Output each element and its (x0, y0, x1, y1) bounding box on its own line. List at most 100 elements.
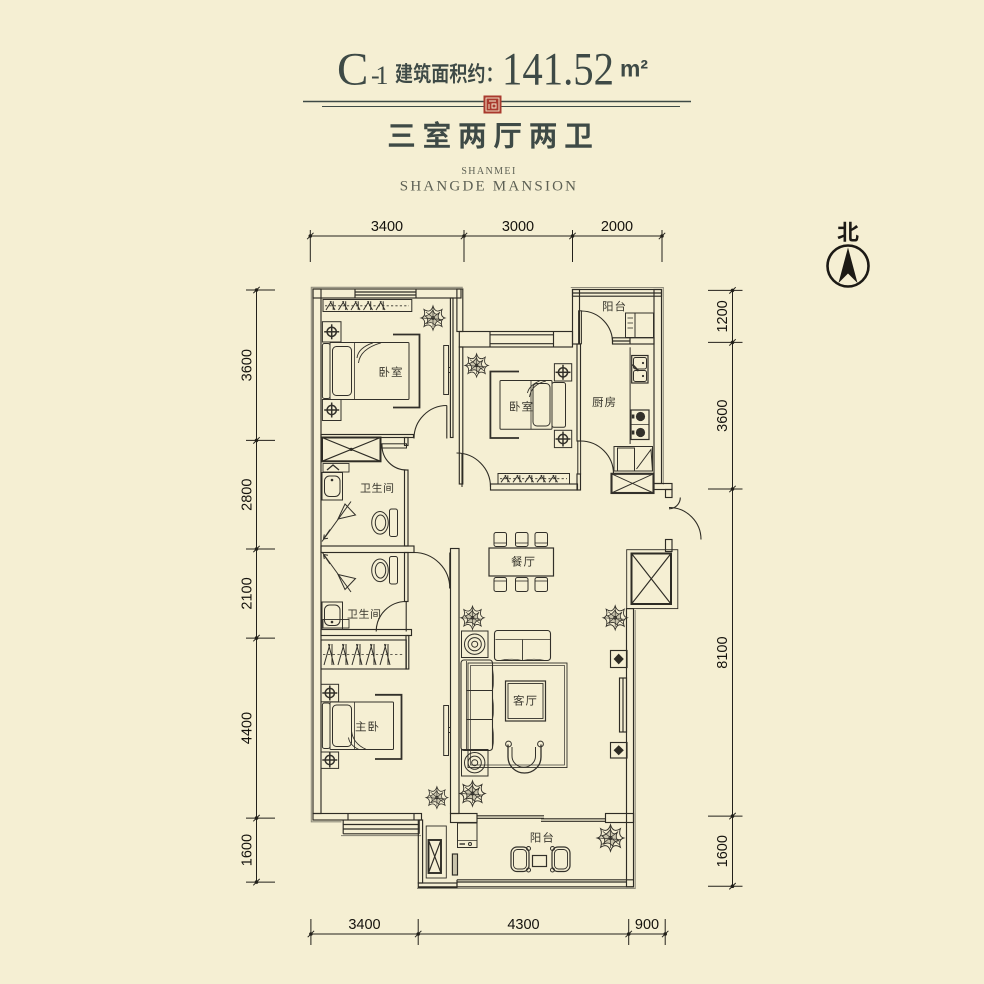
bath2-vanity (321, 601, 343, 630)
balcony-door-jamb (451, 853, 459, 876)
tv-living (443, 705, 451, 756)
dining-table (488, 547, 555, 577)
pier-south (609, 741, 628, 759)
wall-bath2-bottom (320, 628, 413, 637)
window-bedroom2 (489, 331, 555, 347)
bedroom1-furniture (321, 299, 451, 421)
washing-machine (457, 822, 478, 848)
bench-master (375, 693, 403, 760)
brand-bottom: SHANGDE MANSION (400, 179, 578, 195)
balcony-parapet (418, 879, 634, 888)
nightstand (553, 363, 573, 382)
bath2-fixtures (321, 551, 398, 630)
brand-top: SHANMEI (461, 166, 516, 177)
shaft-elevator (626, 549, 679, 610)
door-bedroom1 (413, 404, 448, 439)
door-balcony-top (578, 310, 614, 345)
area-value: 141.52 (502, 44, 614, 96)
dimension-labels: 3400 3000 2000 3400 4300 900 3600 2800 2… (240, 219, 732, 933)
dim-left-1: 3600 (240, 349, 256, 381)
nightstand (320, 751, 340, 769)
wardrobe-bedroom1 (322, 299, 413, 312)
kitchen-sink (631, 354, 649, 384)
bath2-shelf (322, 619, 350, 629)
door-bedroom2 (456, 452, 492, 488)
bath2-toilet (371, 556, 398, 585)
dim-bottom-3: 900 (635, 917, 659, 933)
exterior-offset-outline (310, 286, 664, 889)
bath1-fixtures (321, 463, 398, 542)
wall-bedroom2-left (458, 346, 464, 485)
dim-right-3: 8100 (715, 636, 731, 668)
dim-right-2: 3600 (715, 400, 731, 432)
wardrobe-master (320, 639, 407, 670)
wardrobe-bedroom2 (497, 473, 570, 485)
title-seal (483, 95, 502, 114)
kitchen-stove (630, 409, 650, 441)
title-block: C -1 141.52 m² SHANMEI SHANGDE MANSION (303, 44, 691, 195)
closet-bedroom1 (321, 436, 382, 463)
door-entry (668, 497, 702, 540)
area-unit: m² (620, 56, 648, 82)
balcony-table (531, 854, 548, 868)
side-table-north (461, 630, 489, 658)
balcony-top-fixtures (625, 312, 654, 338)
sofa-main (460, 659, 494, 752)
nightstand (320, 683, 340, 703)
balcony-chair-left (510, 846, 531, 873)
wall-entry-jamb-bottom (664, 538, 673, 553)
wall-bedroom1-top (312, 288, 462, 299)
wall-master-bottom (312, 812, 423, 821)
dim-bottom-1: 3400 (348, 917, 380, 933)
bench-bedroom2 (489, 370, 519, 439)
unit-code: C (337, 44, 368, 96)
bath1-vanity (321, 472, 343, 501)
doors (375, 310, 702, 632)
tv-bedroom1 (443, 345, 451, 395)
bath2-shower (321, 551, 357, 593)
living-furniture (425, 605, 628, 809)
balcony-chair-right (550, 846, 571, 873)
window-living-east (618, 677, 628, 733)
kitchen-cabinet (613, 446, 653, 472)
north-indicator (826, 221, 870, 288)
dim-left-5: 1600 (240, 834, 256, 866)
bed-bedroom1 (321, 342, 410, 400)
balcony-bottom-fixtures (457, 822, 625, 873)
dim-right-4: 1600 (715, 835, 731, 867)
bath1-shower (321, 501, 357, 542)
bench-bedroom1 (393, 333, 421, 409)
window-bedroom1 (354, 289, 417, 298)
door-bath2 (375, 600, 407, 632)
wall-entry-jamb-top (664, 488, 673, 499)
bedroom2-furniture (464, 353, 573, 485)
bed-bedroom2 (499, 380, 566, 430)
dim-bottom-2: 4300 (507, 917, 539, 933)
dining-chairs (493, 532, 548, 592)
dimension-lines (246, 230, 743, 945)
dim-left-2: 2800 (240, 479, 256, 511)
nightstand (553, 429, 573, 449)
dim-right-1: 1200 (715, 300, 731, 332)
dim-left-3: 2100 (240, 577, 256, 609)
dim-top-3: 2000 (601, 219, 633, 235)
north-circle (826, 244, 870, 288)
bath1-toilet (371, 508, 398, 537)
kitchen-fixtures (610, 347, 655, 495)
wall-living-bottom-east (604, 812, 635, 824)
bed-master (321, 701, 394, 750)
furniture (320, 299, 655, 873)
sliding-door-balcony (477, 815, 606, 822)
shaft-flue-nook (425, 825, 447, 879)
door-hall-dining (413, 551, 451, 589)
pier-north (609, 649, 628, 669)
coffee-table (504, 680, 547, 722)
dim-left-4: 4400 (240, 712, 256, 744)
wall-hall-dining (320, 545, 415, 554)
master-furniture (320, 639, 407, 769)
sofa-loveseat (493, 629, 552, 662)
dim-top-1: 3400 (371, 219, 403, 235)
flue-kitchen (610, 472, 655, 495)
